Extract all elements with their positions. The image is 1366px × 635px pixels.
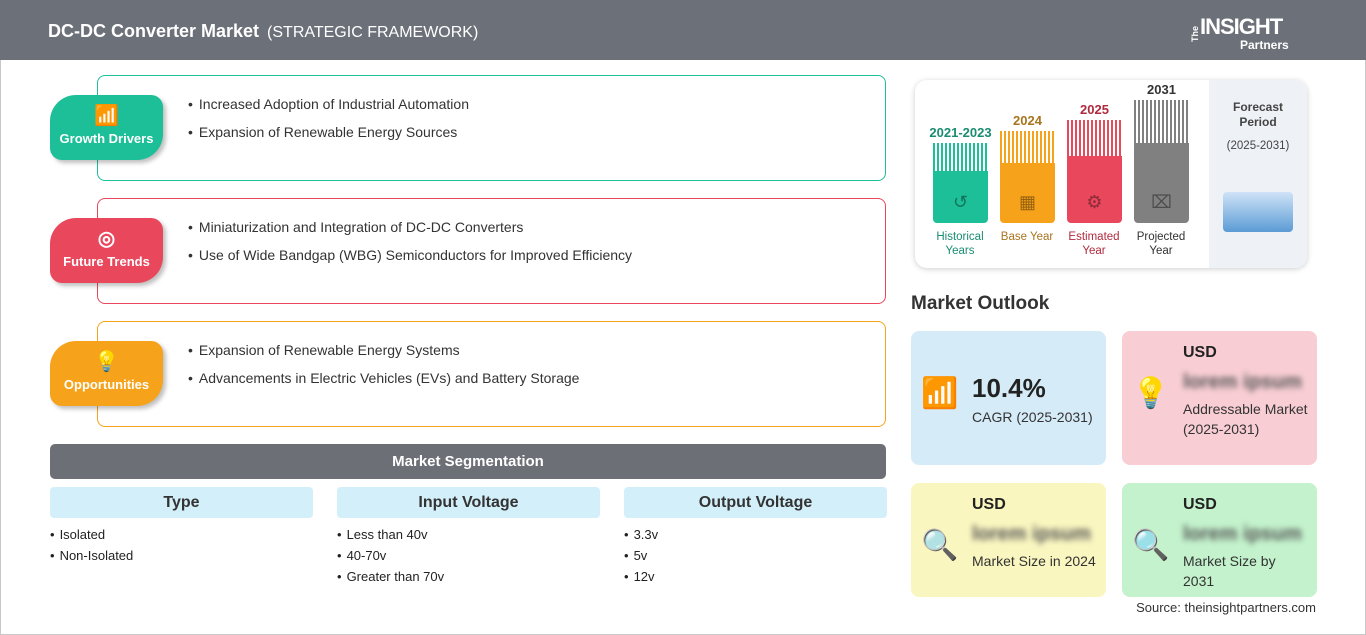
calendar-icon: ▦ [1018, 192, 1036, 212]
badge-label: Future Trends [63, 254, 150, 269]
timeline-year: 2025 [1080, 102, 1109, 117]
blurred-value: lorem ipsum [972, 523, 1091, 545]
source-text: Source: theinsightpartners.com [1136, 600, 1316, 615]
card-description: Addressable Market (2025-2031) [1183, 401, 1308, 437]
cagr-label: CAGR (2025-2031) [972, 409, 1093, 425]
target-icon: ◎ [97, 228, 116, 250]
segment-item: 12v [624, 569, 887, 584]
timeline-bar: 2021-2023 ↺ [929, 125, 992, 223]
timeline-caption: Historical Years [936, 231, 984, 257]
blurred-value: lorem ipsum [1183, 523, 1302, 545]
badge-growth-drivers: 📶 Growth Drivers [50, 95, 163, 160]
badge-opportunities: 💡 Opportunities [50, 341, 163, 406]
segment-item: Isolated [50, 527, 313, 542]
dollar-bulb-icon: 💡 [1132, 377, 1170, 410]
page-title: DC-DC Converter Market(STRATEGIC FRAMEWO… [48, 21, 479, 41]
timeline-year: 2024 [1013, 113, 1042, 128]
segment-column: Output Voltage 3.3v 5v 12v [624, 487, 887, 590]
analytics-illustration-icon [1223, 192, 1293, 232]
framework-box-2: Expansion of Renewable Energy SystemsAdv… [97, 321, 886, 427]
page-subtitle: (STRATEGIC FRAMEWORK) [267, 24, 479, 41]
timeline-bar: 2025 ⚙ [1067, 102, 1122, 223]
framework-item: Expansion of Renewable Energy Sources [188, 124, 469, 140]
header: DC-DC Converter Market(STRATEGIC FRAMEWO… [0, 0, 1366, 60]
timeline-caption: Estimated Year [1068, 231, 1120, 257]
framework-box-1: Miniaturization and Integration of DC-DC… [97, 198, 886, 304]
history-icon: ↺ [952, 192, 969, 212]
badge-future-trends: ◎ Future Trends [50, 218, 163, 283]
market-outlook-title: Market Outlook [911, 293, 1050, 314]
lightbulb-hand-icon: 💡 [94, 351, 119, 373]
badge-label: Opportunities [63, 377, 150, 392]
segment-item: Greater than 70v [337, 569, 600, 584]
timeline-caption: Base Year [1000, 231, 1054, 243]
framework-item: Expansion of Renewable Energy Systems [188, 342, 579, 358]
timeline-year: 2031 [1147, 82, 1176, 97]
badge-label: Growth Drivers [59, 131, 154, 146]
outlook-card: 📶 10.4% CAGR (2025-2031) [911, 331, 1106, 465]
timeline-bar: 2024 ▦ [1000, 113, 1055, 223]
forecast-period: Forecast Period (2025-2031) [1209, 80, 1307, 268]
currency-label: USD [1183, 496, 1217, 513]
segment-column: TypeIsolatedNon-Isolated [50, 487, 313, 569]
segment-header: Type [50, 487, 313, 518]
segment-item: Non-Isolated [50, 548, 313, 563]
segmentation-title: Market Segmentation [50, 444, 886, 479]
timeline-caption: Projected Year [1136, 231, 1186, 257]
magnifier-dollar-icon: 🔍 [921, 529, 959, 562]
segment-header: Output Voltage [624, 487, 887, 518]
estimate-icon: ⚙ [1086, 192, 1103, 212]
segment-item: 5v [624, 548, 887, 563]
blurred-value: lorem ipsum [1183, 371, 1302, 393]
segment-header: Input Voltage [337, 487, 600, 518]
currency-label: USD [972, 496, 1006, 513]
segment-column: Input VoltageLess than 40v 40-70vGreater … [337, 487, 600, 590]
card-description: Market Size by 2031 [1183, 553, 1276, 589]
magnifier-dollar-icon: 🔍 [1132, 529, 1170, 562]
currency-label: USD [1183, 344, 1217, 361]
timeline-bar: 2031 ⌧ [1134, 82, 1189, 223]
framework-box-0: Increased Adoption of Industrial Automat… [97, 75, 886, 181]
presentation-icon: ⌧ [1151, 192, 1172, 212]
growth-chart-icon: 📶 [94, 105, 119, 127]
segment-item: 40-70v [337, 548, 600, 563]
segment-item: Less than 40v [337, 527, 600, 542]
framework-item: Advancements in Electric Vehicles (EVs) … [188, 370, 580, 386]
timeline-card: Forecast Period (2025-2031) 2021-2023 ↺ H… [915, 80, 1307, 268]
framework-item: Use of Wide Bandgap (WBG) Semiconductors… [188, 247, 632, 263]
framework-item: Miniaturization and Integration of DC-DC… [188, 219, 632, 235]
growth-chart-icon: 📶 [921, 377, 959, 410]
segment-item: 3.3v [624, 527, 887, 542]
timeline-year: 2021-2023 [929, 125, 992, 140]
cagr-value: 10.4% [972, 373, 1046, 403]
card-description: Market Size in 2024 [972, 553, 1096, 569]
framework-item: Increased Adoption of Industrial Automat… [188, 96, 469, 112]
